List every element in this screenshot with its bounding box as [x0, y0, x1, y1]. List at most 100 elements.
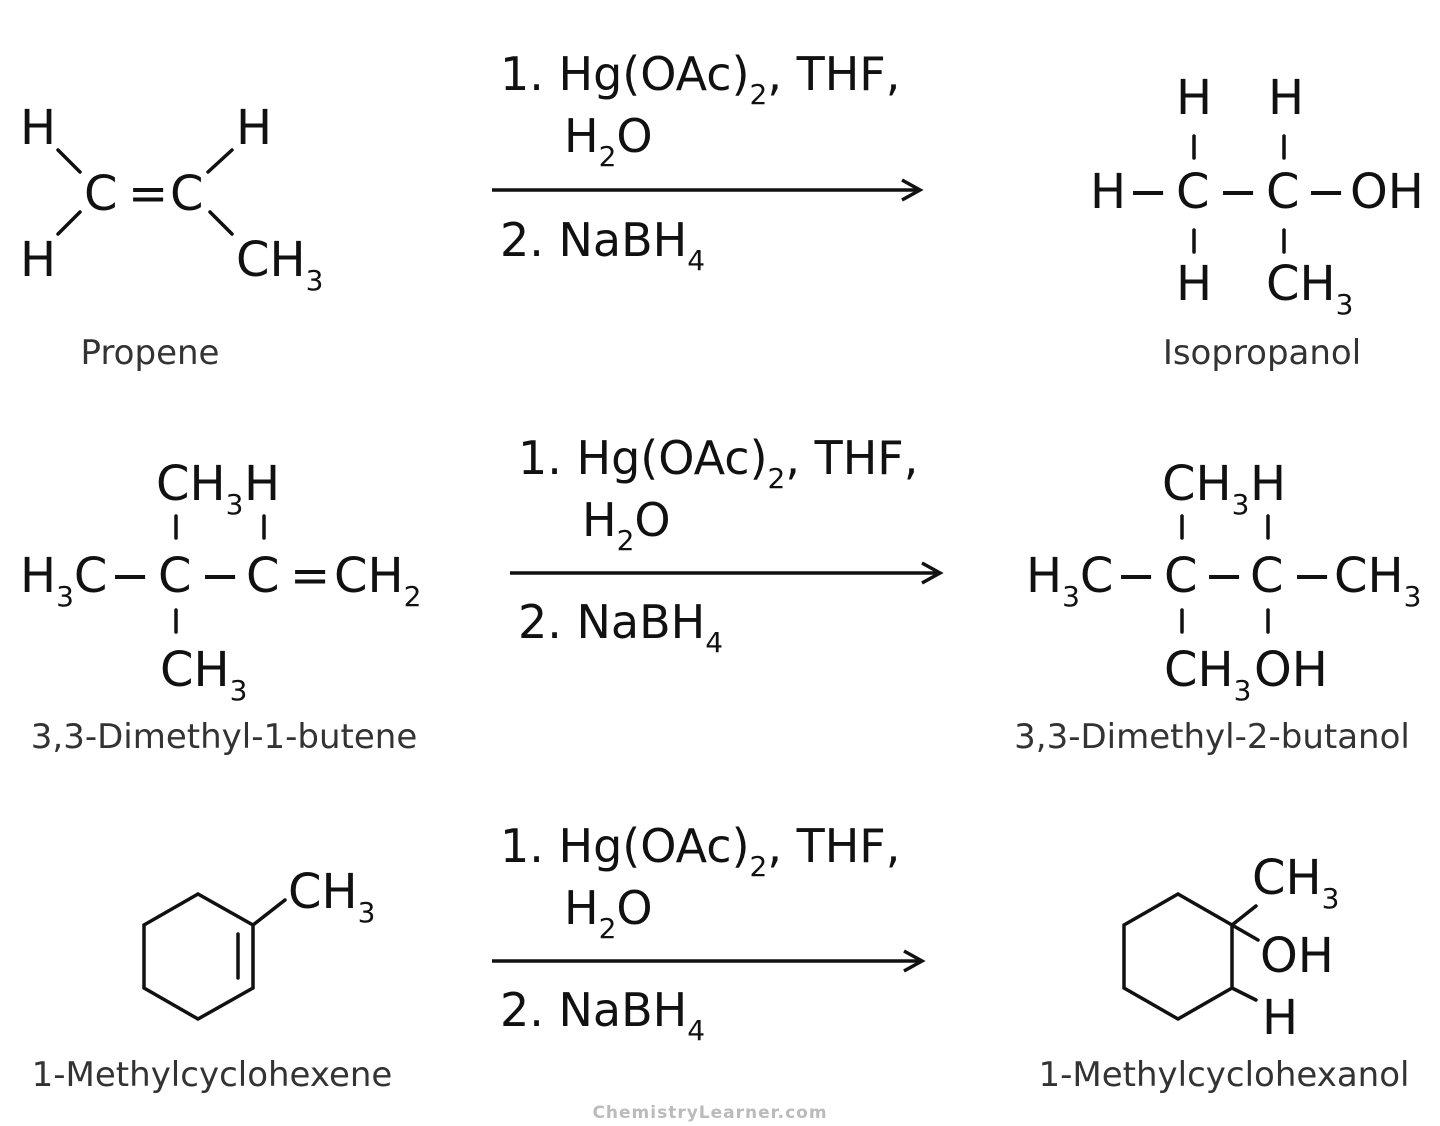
- atom-c: C: [84, 166, 118, 222]
- single-bond: −: [1116, 548, 1156, 604]
- group-ch2: CH2: [334, 548, 421, 613]
- reaction-arrow: [492, 178, 924, 202]
- bond: [56, 210, 82, 236]
- step2-label: 2. NaBH: [518, 595, 705, 649]
- single-bond: −: [110, 548, 150, 604]
- water-h: H: [564, 109, 599, 163]
- step1-label-end: , THF,: [767, 819, 900, 873]
- svg-text:H2O: H2O: [564, 881, 653, 945]
- svg-text:2. NaBH4: 2. NaBH4: [500, 213, 705, 277]
- bond: [208, 210, 234, 236]
- subscript: 2: [599, 912, 617, 945]
- group-ch3: CH3: [156, 456, 243, 521]
- bond: [206, 148, 234, 174]
- step1-label: 1. Hg(OAc): [500, 47, 750, 101]
- single-bond: −: [1306, 164, 1346, 220]
- atom-h: H: [1268, 70, 1304, 126]
- svg-text:H2O: H2O: [582, 493, 671, 557]
- group-h3c: H3C: [1026, 548, 1113, 613]
- group-oh: OH: [1254, 642, 1328, 698]
- svg-text:2. NaBH4: 2. NaBH4: [500, 983, 705, 1047]
- reaction-conditions: 1. Hg(OAc)2, THF, H2O 2. NaBH4: [500, 819, 900, 1047]
- bond: [1230, 904, 1258, 927]
- group-ch3: CH3: [236, 232, 323, 297]
- svg-text:1. Hg(OAc)2, THF,: 1. Hg(OAc)2, THF,: [518, 431, 918, 495]
- single-bond: −: [1218, 164, 1258, 220]
- methylcyclohexanol-structure: CH3 OH H: [1122, 850, 1339, 1046]
- step1-label-end: , THF,: [767, 47, 900, 101]
- subscript: 4: [687, 1014, 705, 1047]
- single-bond: −: [1292, 548, 1332, 604]
- double-bond: =: [128, 166, 168, 222]
- atom-c: C: [158, 548, 192, 604]
- methylcyclohexene-structure: CH3: [142, 864, 375, 1022]
- dimethylbutanol-structure: CH3 H H3C − C − C − CH3 CH3 OH: [1026, 456, 1421, 707]
- atom-h: H: [1176, 256, 1212, 312]
- atom-h: H: [20, 232, 56, 288]
- watermark: ChemistryLearner.com: [592, 1103, 827, 1123]
- subscript: 2: [599, 140, 617, 173]
- atom-h: H: [236, 100, 272, 156]
- reactant-name: 1-Methylcyclohexene: [32, 1055, 393, 1095]
- water-o: O: [616, 881, 652, 935]
- water-o: O: [616, 109, 652, 163]
- step1-label: 1. Hg(OAc): [518, 431, 768, 485]
- group-h3c: H3C: [20, 548, 107, 613]
- cyclohexane-ring: [1122, 891, 1234, 1022]
- bond: [1230, 923, 1260, 942]
- reaction-arrow: [492, 949, 926, 973]
- group-ch3: CH3: [1266, 256, 1353, 321]
- bond: [1230, 986, 1258, 1002]
- atom-h: H: [20, 100, 56, 156]
- subscript: 4: [687, 244, 705, 277]
- svg-text:1. Hg(OAc)2, THF,: 1. Hg(OAc)2, THF,: [500, 819, 900, 883]
- subscript: 2: [768, 462, 786, 495]
- svg-text:H2O: H2O: [564, 109, 653, 173]
- svg-text:2. NaBH4: 2. NaBH4: [518, 595, 723, 659]
- atom-h: H: [1250, 456, 1286, 512]
- subscript: 2: [750, 78, 768, 111]
- group-ch3: CH3: [288, 864, 375, 929]
- single-bond: −: [1204, 548, 1244, 604]
- subscript: 2: [617, 524, 635, 557]
- single-bond: −: [1128, 164, 1168, 220]
- group-ch3: CH3: [160, 642, 247, 707]
- group-ch3: CH3: [1162, 456, 1249, 521]
- subscript: 4: [705, 626, 723, 659]
- svg-text:1. Hg(OAc)2, THF,: 1. Hg(OAc)2, THF,: [500, 47, 900, 111]
- reactant-name: 3,3-Dimethyl-1-butene: [31, 717, 417, 757]
- product-name: Isopropanol: [1163, 333, 1361, 373]
- water-h: H: [582, 493, 617, 547]
- water-o: O: [634, 493, 670, 547]
- atom-c: C: [170, 166, 204, 222]
- step2-label: 2. NaBH: [500, 983, 687, 1037]
- step1-label: 1. Hg(OAc): [500, 819, 750, 873]
- isopropanol-structure: H H H − C − C − OH H CH3: [1090, 70, 1424, 321]
- reaction-conditions: 1. Hg(OAc)2, THF, H2O 2. NaBH4: [518, 431, 918, 659]
- product-name: 3,3-Dimethyl-2-butanol: [1014, 717, 1410, 757]
- reaction-3: CH3 1-Methylcyclohexene 1. Hg(OAc)2, THF…: [32, 819, 1410, 1095]
- svg-text:CH3: CH3: [236, 232, 323, 297]
- bond: [56, 148, 82, 174]
- double-bond: =: [290, 548, 330, 604]
- reaction-2: CH3 H H3C − C − C = CH2 CH3 3,3-Dimethyl…: [20, 431, 1421, 757]
- group-ch3: CH3: [1334, 548, 1421, 613]
- group-ch3: CH3: [1164, 642, 1251, 707]
- atom-h: H: [244, 456, 280, 512]
- atom-c: C: [1164, 548, 1198, 604]
- step1-label-end: , THF,: [785, 431, 918, 485]
- atom-c: C: [1176, 164, 1210, 220]
- reactant-name: Propene: [81, 333, 220, 373]
- subscript: 2: [750, 850, 768, 883]
- reaction-1: H H C = C H CH3 Propene 1. Hg(OAc)2, THF…: [20, 47, 1424, 373]
- water-h: H: [564, 881, 599, 935]
- reaction-arrow: [510, 561, 944, 585]
- group-ch3: CH3: [1252, 850, 1339, 915]
- atom-c: C: [1250, 548, 1284, 604]
- atom-h: H: [1090, 164, 1126, 220]
- product-name: 1-Methylcyclohexanol: [1039, 1055, 1410, 1095]
- atom-c: C: [1266, 164, 1300, 220]
- atom-h: H: [1262, 990, 1298, 1046]
- group-oh: OH: [1350, 164, 1424, 220]
